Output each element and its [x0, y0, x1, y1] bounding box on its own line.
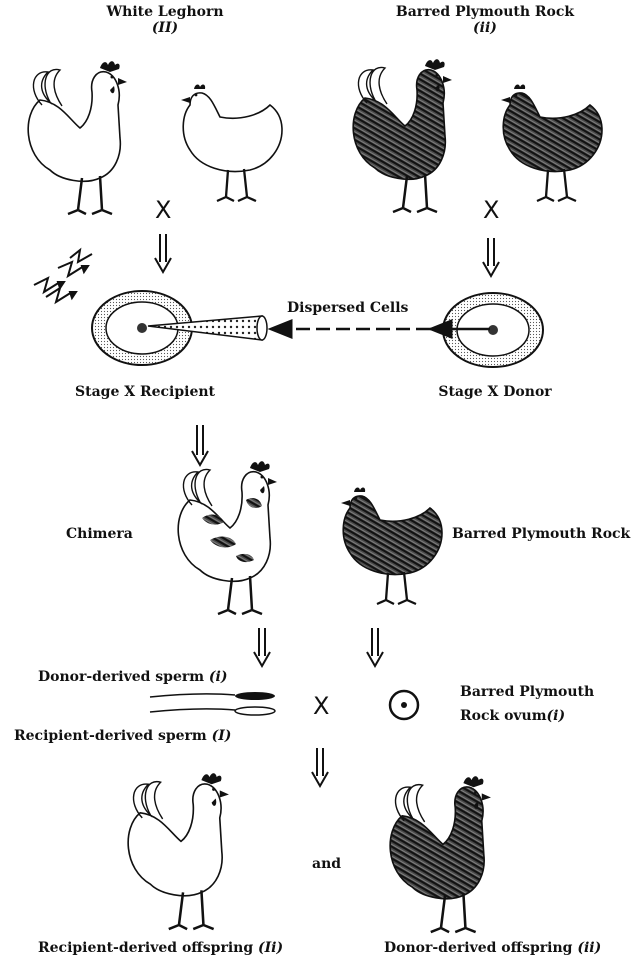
donor-offspring-hen [390, 776, 491, 932]
white-leghorn-rooster [28, 61, 127, 214]
chimera-rooster [178, 461, 277, 614]
recipient-offspring-hen [128, 773, 229, 929]
donor-offspring-label: Donor-derived offspring (ii) [384, 940, 601, 956]
donor-offspring-text: Donor-derived offspring [384, 940, 577, 956]
recipient-sperm-label: Recipient-derived sperm (I) [14, 728, 231, 744]
barred-rock-hen-mate [341, 488, 442, 604]
recipient-offspring-label: Recipient-derived offspring (Ii) [38, 940, 283, 956]
donor-sperm-text: Donor-derived sperm [38, 669, 209, 685]
down-arrow-offspring [312, 748, 328, 786]
down-arrow-recipient [192, 425, 208, 465]
barred-rock-mid-label: Barred Plymouth Rock [452, 526, 630, 542]
down-arrow-chimera [254, 628, 270, 666]
recipient-sperm-text: Recipient-derived sperm [14, 728, 212, 744]
ovum-code: (i) [547, 708, 566, 724]
cross-left: X [155, 198, 171, 222]
ovum-label-line2: Rock ovum(i) [460, 708, 565, 724]
barred-rock-hen [501, 85, 602, 201]
recipient-offspring-code: (Ii) [258, 940, 283, 956]
down-arrow-hen [367, 628, 383, 666]
donor-sperm-label: Donor-derived sperm (i) [38, 669, 228, 685]
donor-sperm-code: (i) [209, 669, 228, 685]
stage-donor-label: Stage X Donor [430, 384, 560, 400]
donor-sperm-icon [150, 692, 275, 700]
ovum-icon [390, 691, 418, 719]
donor-offspring-code: (ii) [577, 940, 601, 956]
barred-rock-rooster [353, 59, 452, 212]
recipient-offspring-text: Recipient-derived offspring [38, 940, 258, 956]
chimera-label: Chimera [66, 526, 133, 542]
cross-right: X [483, 198, 499, 222]
white-leghorn-hen [181, 85, 282, 201]
dispersed-cells-label: Dispersed Cells [287, 300, 408, 316]
and-label: and [312, 856, 341, 872]
stage-recipient-label: Stage X Recipient [70, 384, 220, 400]
down-arrow-left-1 [155, 234, 171, 272]
irradiation-bolts-icon [34, 250, 92, 302]
ovum-text: Rock ovum [460, 708, 547, 724]
recipient-sperm-icon [150, 707, 275, 715]
cross-gametes: X [313, 694, 329, 718]
recipient-sperm-code: (I) [212, 728, 232, 744]
ovum-label-line1: Barred Plymouth [460, 684, 594, 700]
down-arrow-right-1 [483, 238, 499, 276]
